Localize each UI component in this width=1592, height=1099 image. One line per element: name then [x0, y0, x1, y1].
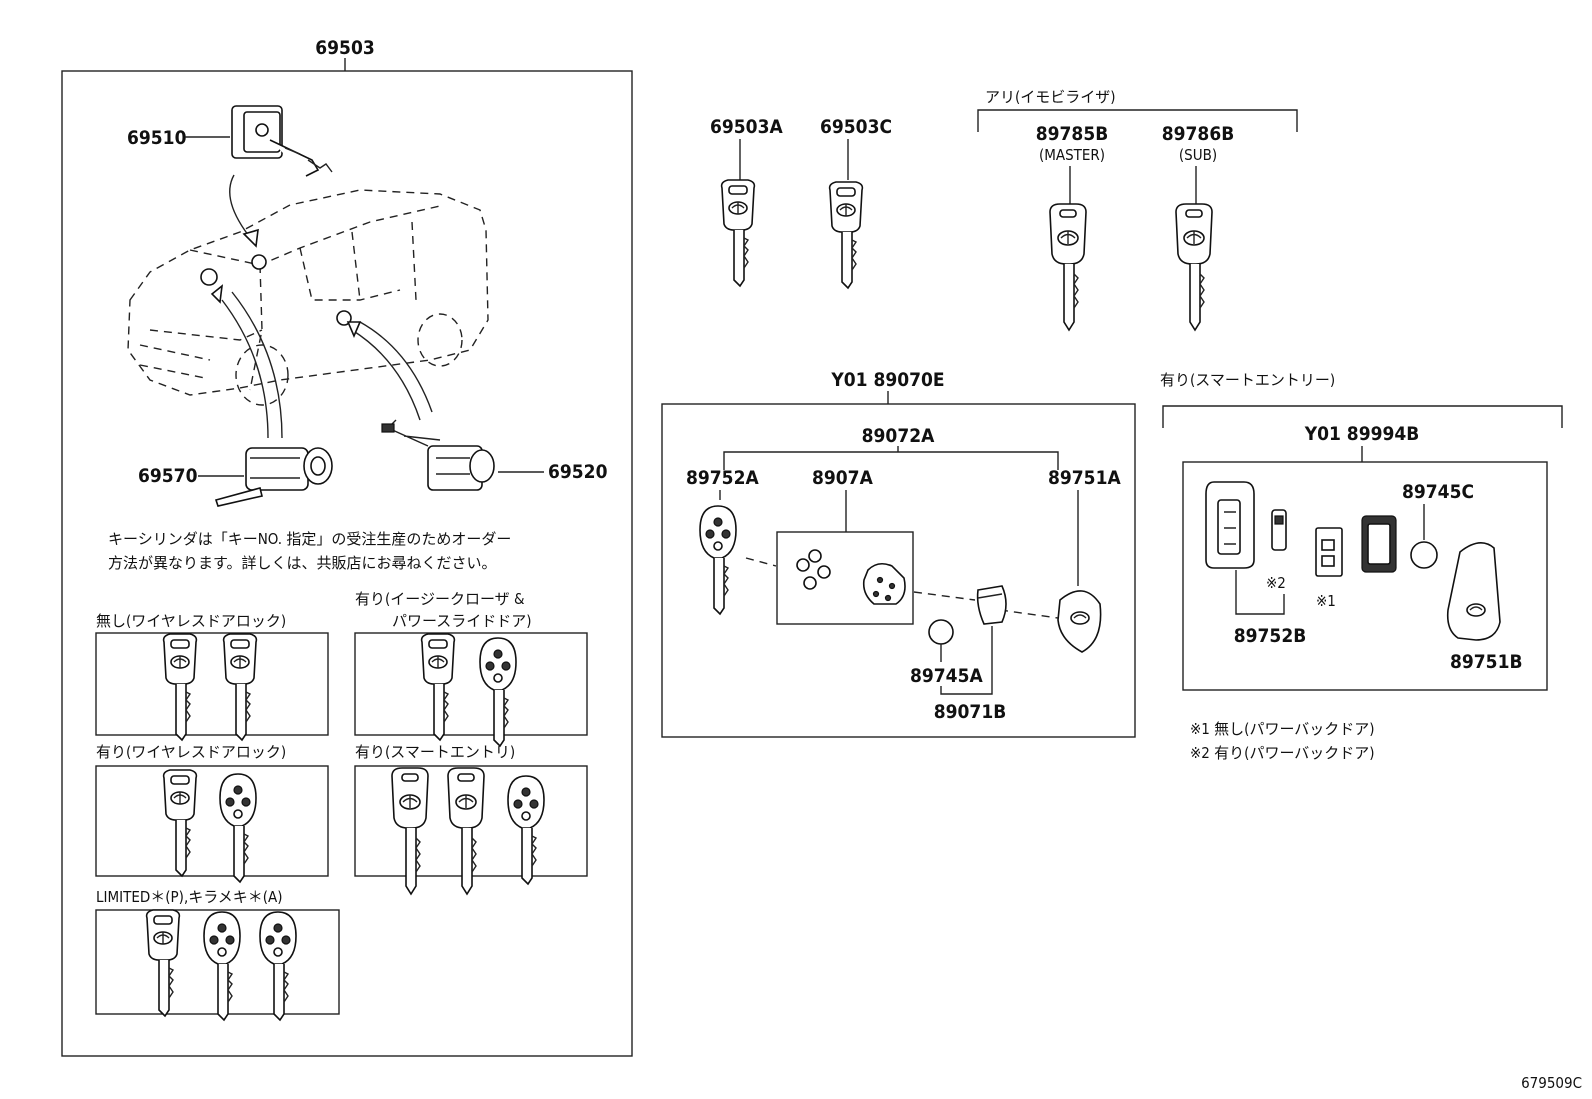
- label-89752B: 89752B: [1234, 625, 1307, 647]
- label-89745C: 89745C: [1402, 481, 1474, 503]
- button-set-box-8907A: [776, 531, 914, 625]
- door-lock-cylinder-69510: [231, 105, 333, 177]
- label-sub: (SUB): [1179, 146, 1217, 164]
- bracket-89752B: [1235, 570, 1285, 615]
- label-89751A: 89751A: [1048, 467, 1121, 489]
- label-69503C: 69503C: [820, 116, 892, 138]
- label-69503A: 69503A: [710, 116, 783, 138]
- label-smart-entry: 有り(スマートエントリー): [1160, 371, 1335, 389]
- immobilizer-key-icon: [447, 767, 485, 895]
- variant-box-wireless: [95, 765, 329, 877]
- assembly-flow-lines: [745, 557, 1059, 619]
- remote-inner-case-89071B: [976, 585, 1007, 625]
- label-69520: 69520: [548, 461, 608, 483]
- bracket-immobilizer: [977, 109, 1298, 132]
- immobilizer-key-sub: [1175, 203, 1213, 331]
- emergency-key-blade: [1271, 509, 1287, 551]
- vehicle-van-outline: [127, 189, 489, 406]
- label-89071B: 89071B: [934, 701, 1007, 723]
- key-icon: [145, 909, 181, 1017]
- cylinder-note-line1: キーシリンダは「キーNO. 指定」の受注生産のためオーダー: [108, 530, 511, 548]
- remote-buttons-8907A: [796, 549, 831, 590]
- footnote-1: ※1 無し(パワーバックドア): [1190, 720, 1375, 738]
- remote-key-icon: [479, 637, 517, 747]
- variant-label-easy-closer-2: パワースライドドア): [392, 612, 532, 630]
- bracket-89071B: [940, 626, 993, 695]
- label-89785B: 89785B: [1036, 123, 1109, 145]
- smart-key-frame-89752B: [1205, 481, 1255, 569]
- variant-label-limited: LIMITED＊(P),キラメキ＊(A): [96, 888, 283, 906]
- variant-label-smart-entry: 有り(スマートエントリ): [355, 743, 515, 761]
- label-69503: 69503: [315, 37, 374, 59]
- label-89751B: 89751B: [1450, 651, 1523, 673]
- remote-key-89752A: [699, 505, 737, 615]
- cylinder-note-line2: 方法が異なります。詳しくは、共販店にお尋ねください。: [108, 554, 497, 572]
- label-master: (MASTER): [1039, 146, 1105, 164]
- footnote-2: ※2 有り(パワーバックドア): [1190, 744, 1375, 762]
- remote-case-89751A: [1057, 590, 1102, 653]
- diagram-reference-code: 679509C: [1521, 1074, 1582, 1092]
- key-icon: [162, 769, 198, 877]
- battery-89745A: [928, 619, 954, 645]
- blank-key-69503A: [720, 179, 756, 287]
- bracket-smart-entry: [1162, 405, 1563, 428]
- blank-key-69503C: [828, 181, 864, 289]
- label-89072A: 89072A: [862, 425, 935, 447]
- remote-key-icon: [259, 911, 297, 1021]
- marker-2: ※2: [1266, 574, 1286, 592]
- variant-label-wireless: 有り(ワイヤレスドアロック): [96, 743, 286, 761]
- circuit-board-8907A: [862, 562, 906, 605]
- label-kit2: Y01 89994B: [1304, 423, 1420, 445]
- ignition-cylinder-69570: [214, 447, 333, 507]
- remote-key-icon: [203, 911, 241, 1021]
- label-89752A: 89752A: [686, 467, 759, 489]
- key-icon: [222, 633, 258, 741]
- marker-1: ※1: [1316, 592, 1336, 610]
- variant-label-easy-closer-1: 有り(イージークローザ &: [355, 590, 525, 608]
- battery-89745C: [1410, 541, 1438, 569]
- bracket-89072A: [723, 446, 1059, 470]
- smart-key-module: [1361, 515, 1397, 573]
- label-69570: 69570: [138, 465, 198, 487]
- install-arrows: [210, 174, 433, 439]
- remote-key-icon: [219, 773, 257, 883]
- smart-key-case-89751B: [1446, 542, 1501, 641]
- label-69510: 69510: [127, 127, 187, 149]
- variant-box-no-wireless: [95, 632, 329, 736]
- button-cover: [1315, 527, 1343, 577]
- variant-box-easy-closer: [354, 632, 588, 736]
- kit-box-89070E: [661, 403, 1136, 738]
- label-immobilizer: アリ(イモビライザ): [985, 88, 1116, 106]
- key-icon: [162, 633, 198, 741]
- door-lock-cylinder-69520: [381, 419, 495, 491]
- assembly-box-69503: [61, 70, 633, 1057]
- immobilizer-key-icon: [391, 767, 429, 895]
- label-89786B: 89786B: [1162, 123, 1235, 145]
- label-kit1: Y01 89070E: [830, 369, 944, 391]
- label-8907A: 8907A: [812, 467, 874, 489]
- kit-box-89994B: [1182, 461, 1548, 691]
- variant-label-no-wireless: 無し(ワイヤレスドアロック): [96, 612, 286, 630]
- key-icon: [420, 633, 456, 741]
- label-89745A: 89745A: [910, 665, 983, 687]
- immobilizer-key-master: [1049, 203, 1087, 331]
- remote-key-icon: [507, 775, 545, 885]
